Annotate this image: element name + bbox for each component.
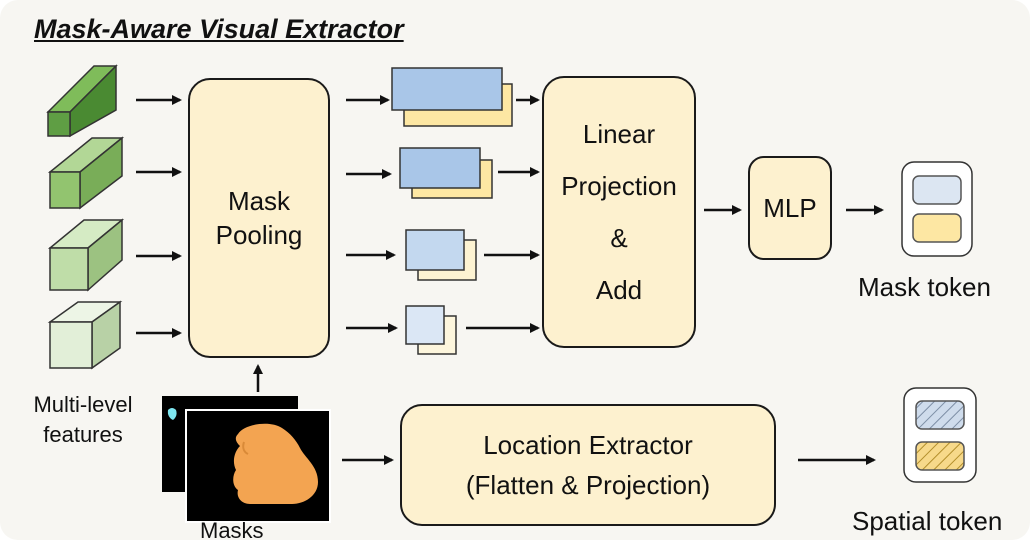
multi-level-features-label: Multi-level features <box>18 390 148 450</box>
mask-pooling-box: Mask Pooling <box>188 78 330 358</box>
diagram-title: Mask-Aware Visual Extractor <box>34 14 404 44</box>
linear-projection-line2: Projection <box>561 171 677 201</box>
mask-shape <box>233 423 318 504</box>
mask-token-icon <box>901 161 973 257</box>
linear-projection-line3: & <box>610 223 628 253</box>
feature-cube-level-1 <box>46 64 118 138</box>
mask-pooling-line1: Mask <box>227 186 291 216</box>
arrows-features-to-pooling <box>136 95 182 338</box>
mask-pooling-line2: Pooling <box>215 220 303 250</box>
location-extractor-line2: (Flatten & Projection) <box>465 470 711 500</box>
pooled-feature-2 <box>399 147 493 199</box>
multi-level-features-line2: features <box>43 422 123 447</box>
mlp-label: MLP <box>763 192 817 223</box>
multi-level-features-line1: Multi-level <box>33 392 133 417</box>
pooled-feature-1 <box>391 67 513 127</box>
linear-projection-line1: Linear <box>582 119 656 149</box>
linear-projection-line4: Add <box>595 275 643 305</box>
mlp-box: MLP <box>748 156 832 260</box>
spatial-token-label: Spatial token <box>852 506 1003 536</box>
masks-image <box>162 396 331 523</box>
location-extractor-box: Location Extractor (Flatten & Projection… <box>400 404 776 526</box>
masks-label: Masks <box>200 518 264 540</box>
spatial-token-icon <box>903 387 977 483</box>
pooled-feature-3 <box>405 229 477 281</box>
arrows-pooling-to-features <box>346 95 398 333</box>
arrows-features-to-projection <box>466 95 540 333</box>
feature-cube-level-3 <box>47 218 125 292</box>
feature-cube-level-2 <box>47 136 125 210</box>
mask-token-label: Mask token <box>858 272 991 302</box>
linear-projection-box: Linear Projection & Add <box>542 76 696 348</box>
pooled-feature-4 <box>405 305 457 355</box>
location-extractor-line1: Location Extractor <box>483 430 693 460</box>
feature-cube-level-4 <box>47 300 123 370</box>
